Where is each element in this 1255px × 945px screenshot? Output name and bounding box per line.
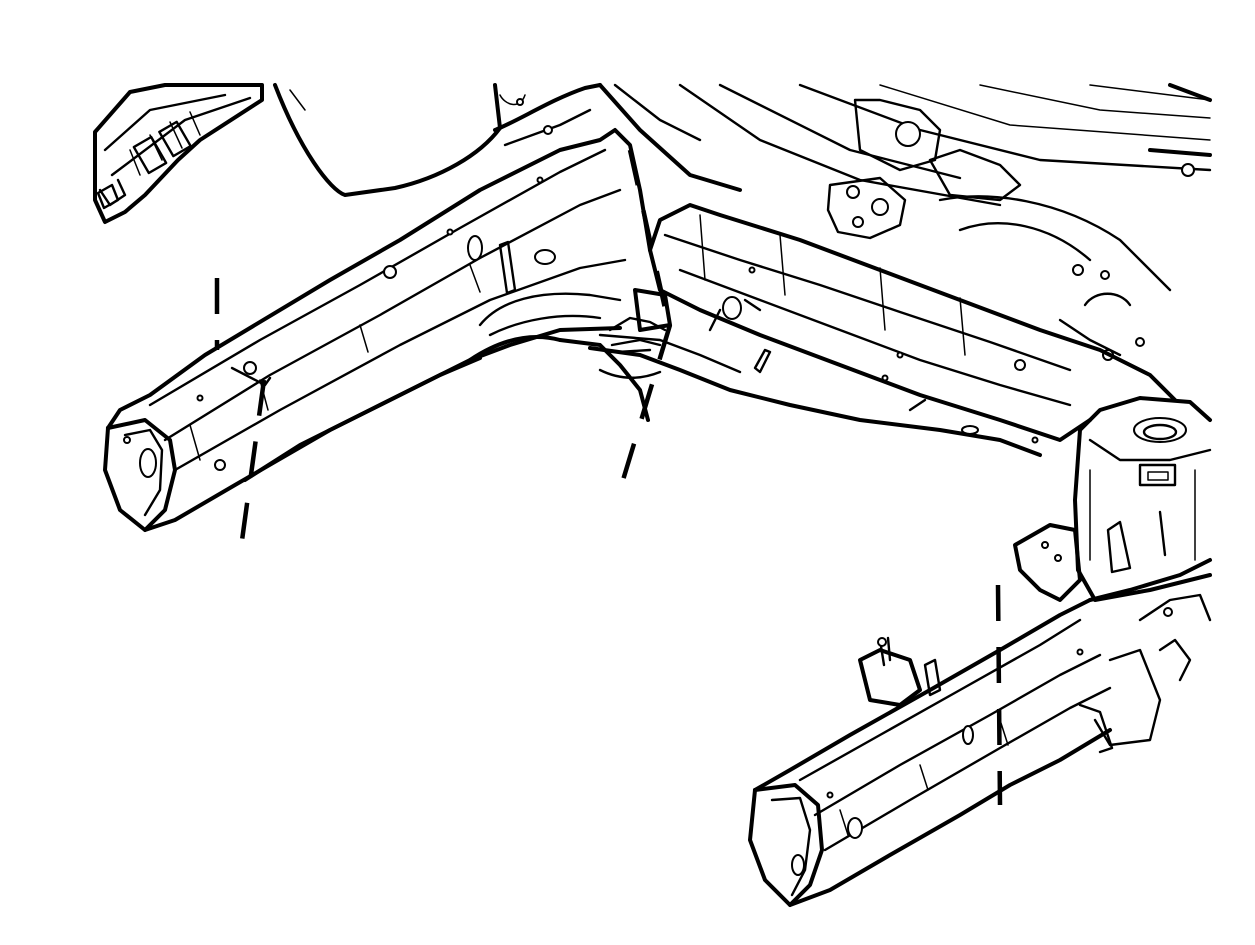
right-frame-rail xyxy=(748,523,1212,907)
center-rail-cut xyxy=(617,324,673,491)
left-rail-rear-cut xyxy=(237,379,267,556)
center-crossmember xyxy=(558,288,1042,457)
center-rail-cut-upper xyxy=(627,149,671,323)
right-upper-rail xyxy=(648,203,1177,444)
upper-body-structure xyxy=(273,83,1212,361)
right-rail-cut xyxy=(995,584,1003,806)
left-frame-rail xyxy=(103,128,652,532)
strut-tower xyxy=(1073,396,1212,602)
bumper-bracket xyxy=(93,83,264,224)
